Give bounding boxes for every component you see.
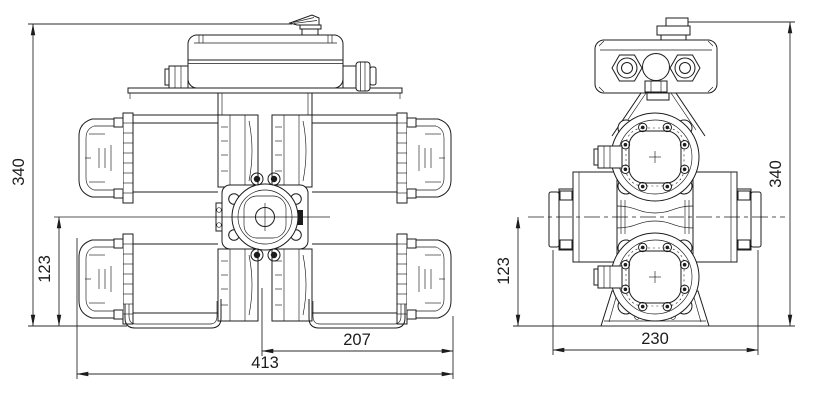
dim-front-overall-height: 340 [10, 23, 36, 327]
dim-front-axis-height-label: 123 [36, 255, 54, 283]
cable-gland-right [342, 61, 377, 92]
cable-gland-left [164, 65, 189, 89]
dim-side-overall-height-label: 340 [767, 160, 785, 188]
suction-port-upper [593, 145, 623, 169]
pump-head-lower [593, 232, 700, 322]
junction-box-front [187, 34, 344, 89]
dim-side-overall-height: 340 [767, 21, 793, 327]
dim-side-axis-height-label: 123 [495, 257, 513, 285]
side-dimensions: 340 123 230 [495, 21, 795, 355]
dim-front-overall-width-label: 413 [251, 354, 279, 372]
cylinder-tubes [133, 114, 397, 314]
front-dimensions: 340 123 207 413 [10, 23, 454, 379]
dim-side-overall-width: 230 [552, 330, 759, 353]
dim-front-axis-height: 123 [36, 216, 62, 327]
pump-head-upper [593, 112, 700, 202]
power-switch-side [656, 17, 691, 40]
junction-box-side [594, 39, 718, 94]
dim-front-center-to-end-label: 207 [343, 331, 371, 349]
hex-gland-left [611, 54, 643, 82]
front-view: 340 123 207 413 [10, 14, 454, 379]
dim-front-center-to-end: 207 [261, 331, 454, 354]
suction-port-lower [593, 265, 623, 289]
dim-front-overall-width: 413 [76, 354, 454, 377]
power-switch [288, 14, 322, 35]
cable-entry-hole [642, 53, 670, 81]
dim-side-axis-height: 123 [495, 216, 521, 327]
dim-front-overall-height-label: 340 [10, 158, 28, 186]
mounting-plate [127, 87, 403, 115]
hex-gland-right [669, 54, 701, 82]
dim-side-overall-width-label: 230 [641, 330, 669, 348]
flange-bolts [250, 172, 281, 262]
side-view: 340 123 230 [495, 17, 795, 355]
